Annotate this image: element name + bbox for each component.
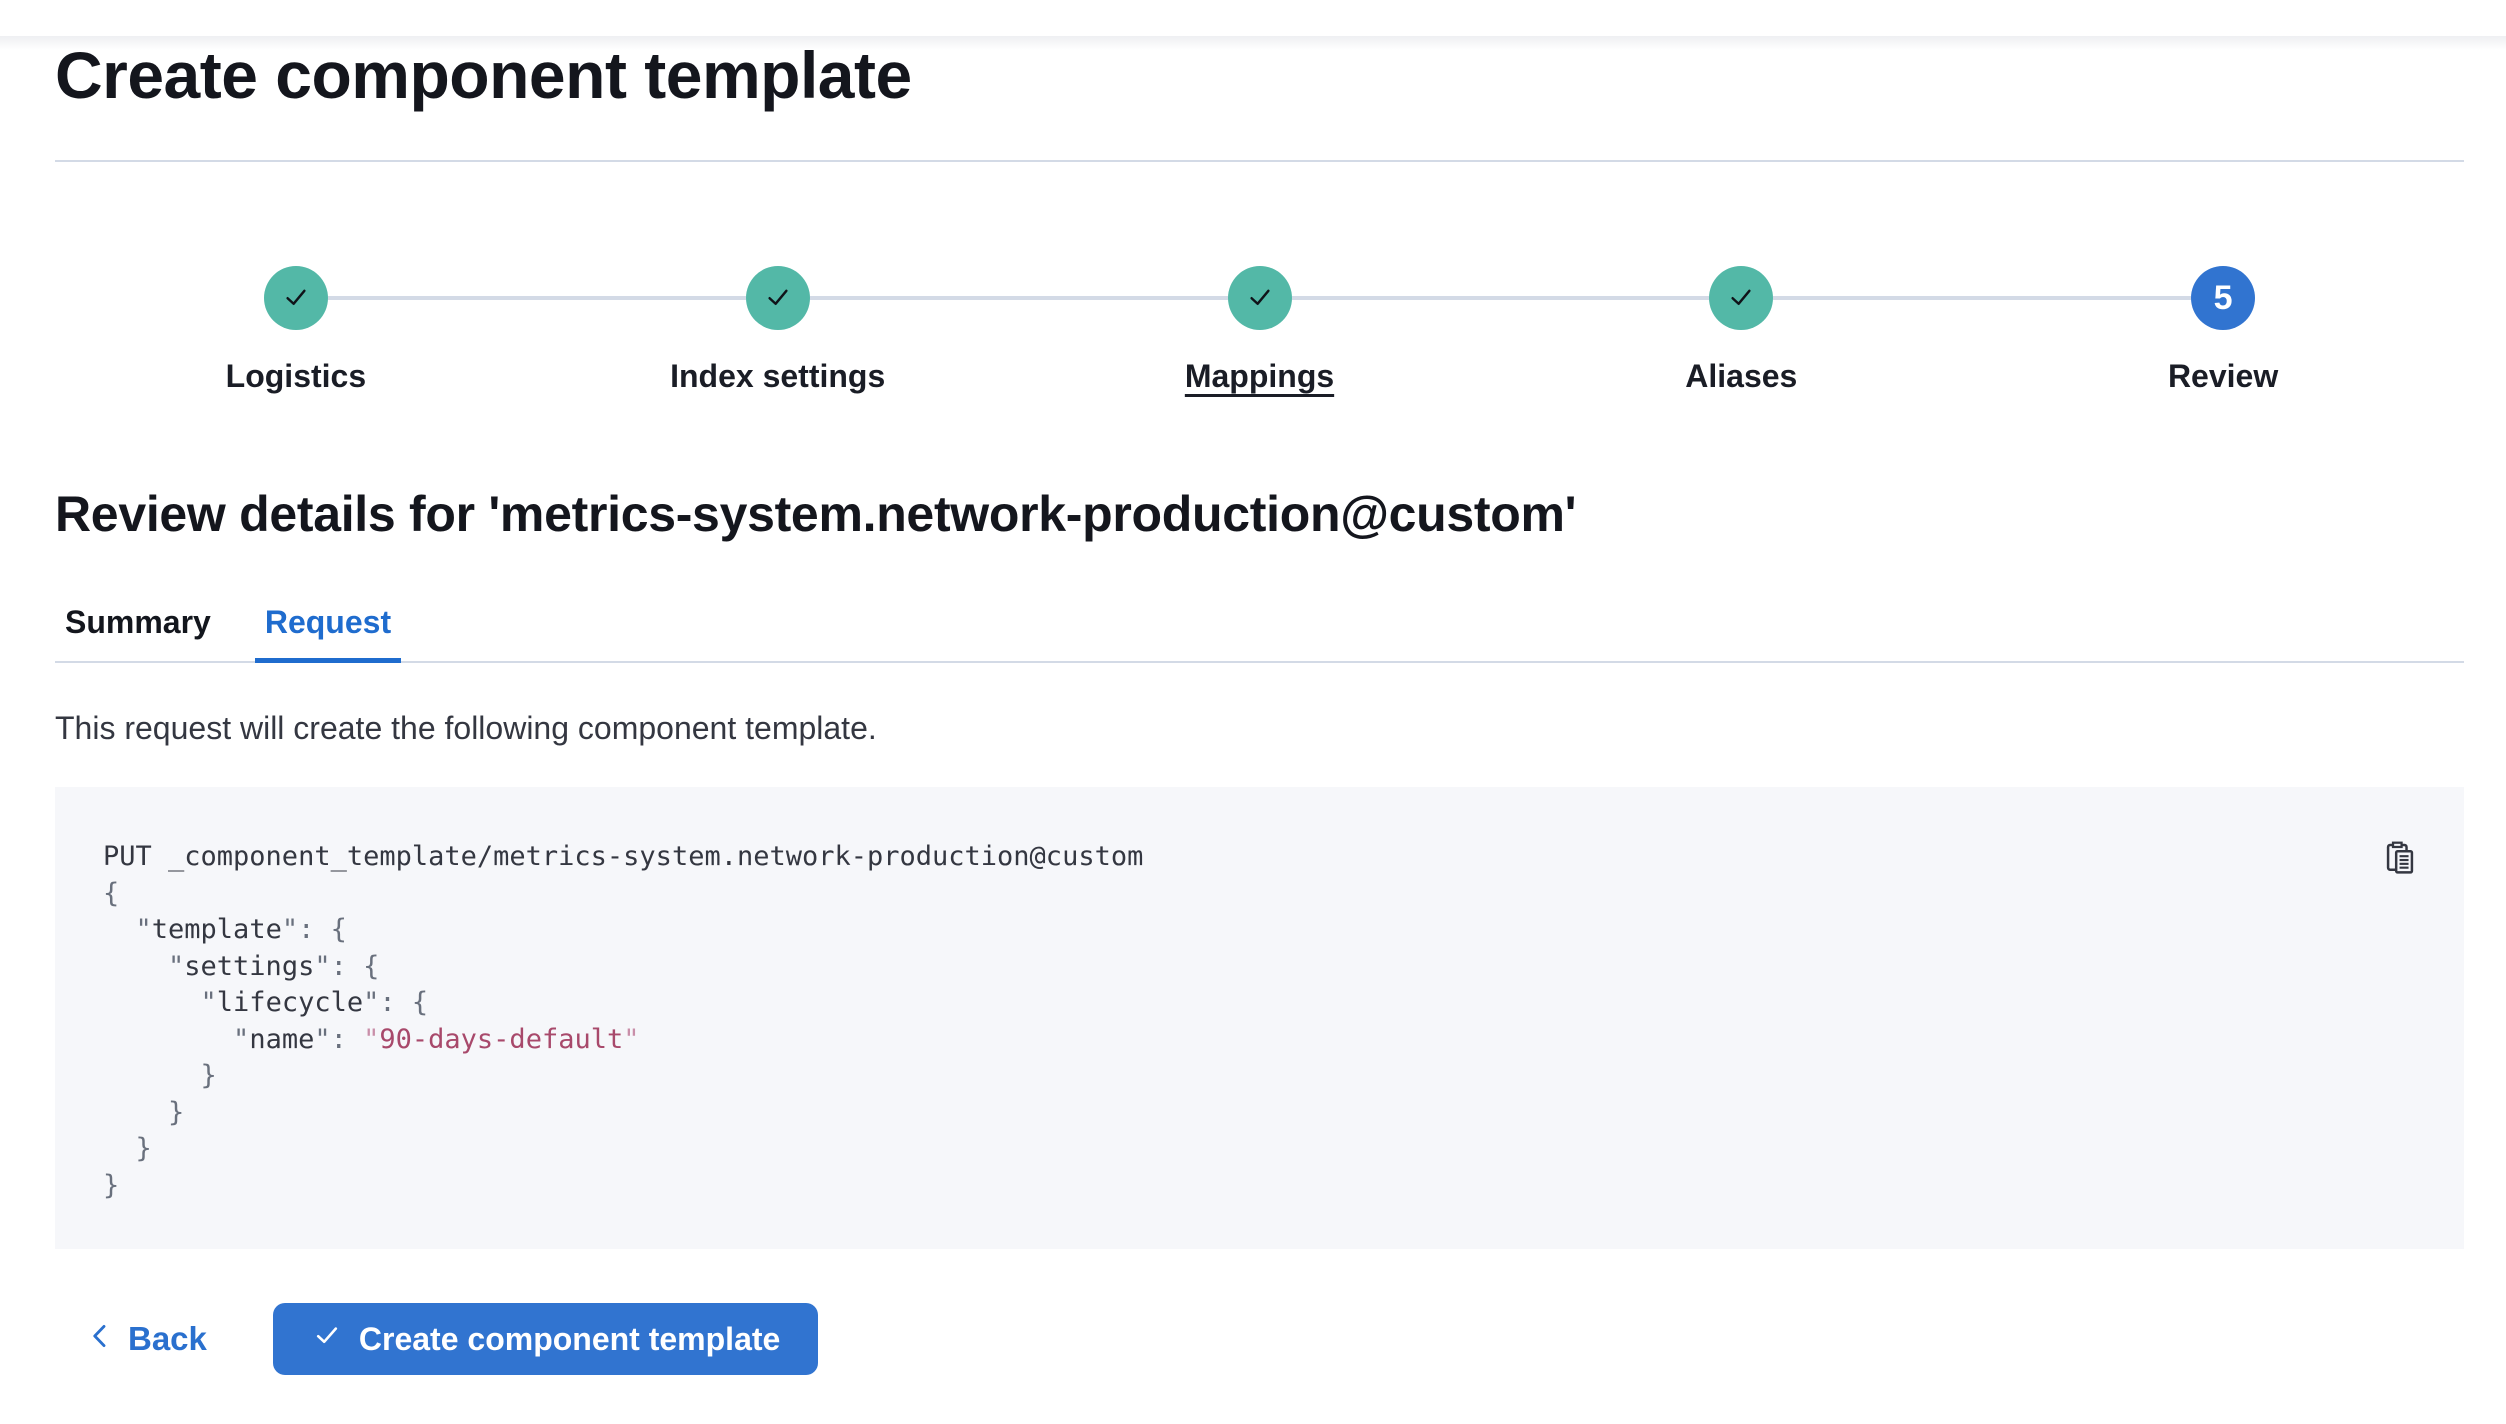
json-key: settings xyxy=(184,950,315,982)
step-connector xyxy=(327,296,537,300)
check-icon xyxy=(280,281,312,316)
json-key: lifecycle xyxy=(216,987,364,1018)
page-title: Create component template xyxy=(55,38,912,112)
json-key: name xyxy=(249,1023,315,1055)
check-icon xyxy=(1244,281,1276,316)
step-current-circle: 5 xyxy=(2191,266,2256,330)
chevron-left-icon xyxy=(86,1320,114,1358)
step-label: Logistics xyxy=(225,358,367,394)
step-connector xyxy=(1982,296,2192,300)
copy-button[interactable] xyxy=(2380,839,2420,879)
step-progress-bar: Logistics Index settings xyxy=(55,266,2464,396)
create-button-label: Create component template xyxy=(358,1320,781,1357)
title-divider xyxy=(55,160,2464,162)
step-connector xyxy=(1773,296,1983,300)
review-tabs: Summary Request xyxy=(55,602,2464,663)
tab-summary[interactable]: Summary xyxy=(55,602,221,663)
step-connector xyxy=(2255,296,2464,300)
step-complete-circle xyxy=(1227,266,1292,330)
code-line: { xyxy=(103,877,120,909)
step-connector xyxy=(1500,296,1710,300)
request-description: This request will create the following c… xyxy=(55,710,877,746)
request-code-block: PUT _component_template/metrics-system.n… xyxy=(55,787,2464,1249)
step-label: Index settings xyxy=(670,358,886,394)
json-key: template xyxy=(151,914,282,945)
wizard-footer: Back Create component template xyxy=(55,1303,2464,1375)
step-review: 5 Review xyxy=(1982,266,2464,396)
step-logistics[interactable]: Logistics xyxy=(55,266,537,396)
step-connector xyxy=(1291,296,1501,300)
create-component-template-page: Create component template Logistics xyxy=(0,36,2506,1375)
step-label: Review xyxy=(2167,358,2279,394)
step-label: Mappings xyxy=(1184,358,1335,394)
step-connector xyxy=(809,296,1019,300)
step-complete-circle xyxy=(263,266,328,330)
tab-request[interactable]: Request xyxy=(254,602,402,663)
step-connector xyxy=(536,296,746,300)
step-index-settings[interactable]: Index settings xyxy=(536,266,1019,396)
step-complete-circle xyxy=(745,266,810,330)
check-icon xyxy=(1725,281,1757,316)
code-line: PUT _component_template/metrics-system.n… xyxy=(103,841,1144,872)
back-button[interactable]: Back xyxy=(78,1320,215,1358)
json-string-value: 90-days-default xyxy=(379,1023,624,1055)
step-connector xyxy=(55,296,264,300)
check-icon xyxy=(311,1319,343,1359)
step-connector xyxy=(1018,296,1228,300)
step-aliases[interactable]: Aliases xyxy=(1500,266,1983,396)
step-complete-circle xyxy=(1709,266,1774,330)
copy-clipboard-icon xyxy=(2382,840,2418,879)
request-json: PUT _component_template/metrics-system.n… xyxy=(103,841,1144,1201)
create-component-template-button[interactable]: Create component template xyxy=(272,1303,819,1375)
step-number: 5 xyxy=(2213,278,2233,317)
check-icon xyxy=(762,281,794,316)
step-mappings[interactable]: Mappings xyxy=(1018,266,1501,396)
step-label: Aliases xyxy=(1685,358,1798,394)
back-button-label: Back xyxy=(128,1320,207,1357)
review-details-heading: Review details for 'metrics-system.netwo… xyxy=(55,486,1577,542)
